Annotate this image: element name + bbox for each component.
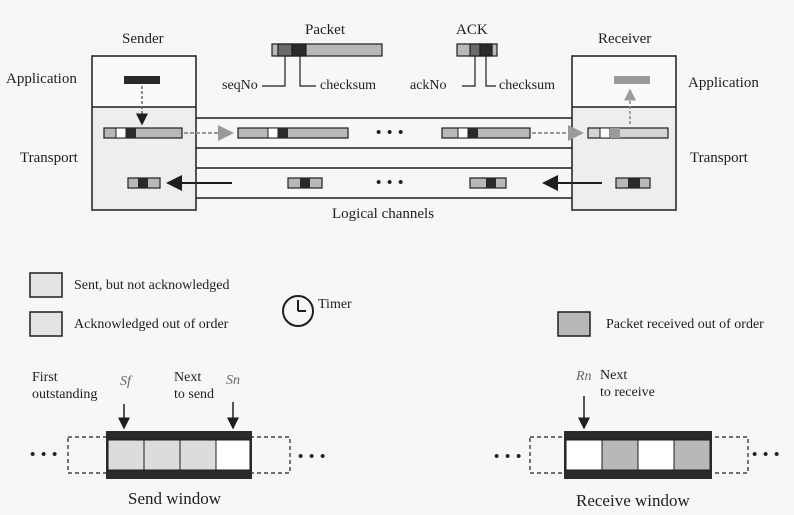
send-window-ellipsis-right: • • • [298,449,327,465]
legend-swatch-acked-out-of-order [29,311,63,337]
channel-packet [237,127,349,139]
ack-packet [469,177,507,189]
sender-label: Sender [122,31,164,47]
ack-header [456,43,498,87]
receive-window [529,396,749,479]
legend-swatch-received-out-of-order [557,311,591,337]
application-layer-label-right: Application [688,75,759,91]
legend-acked-out-of-order-label: Acknowledged out of order [74,317,229,332]
ack-packet [127,177,161,189]
packet-checksum-label: checksum [320,78,376,93]
next-to-receive-label-line1: Next [600,368,628,383]
channel-ellipsis-top: • • • [376,125,405,141]
ack-packet [287,177,323,189]
rn-label: Rn [576,369,592,384]
next-to-receive-label-line2: to receive [600,385,655,400]
transport-layer-label-right: Transport [690,150,748,166]
application-layer-label-left: Application [6,71,77,87]
timer-label: Timer [318,297,352,312]
logical-channel-lines [196,117,572,199]
legend-sent-not-acked-label: Sent, but not acknowledged [74,278,230,293]
seqno-label: seqNo [222,78,258,93]
sender-app-data [124,76,160,84]
ack-label: ACK [456,22,488,38]
logical-channels-label: Logical channels [332,206,435,222]
channel-packet [441,127,531,139]
packet-header [262,43,383,87]
channel-packet [103,127,183,139]
send-window-title: Send window [128,489,222,508]
send-window [67,402,291,479]
receive-window-ellipsis-right: • • • [752,447,781,463]
next-to-send-label-line1: Next [174,370,202,385]
sn-label: Sn [226,373,240,388]
receive-window-ellipsis-left: • • • [494,449,523,465]
channel-ellipsis-bottom: • • • [376,175,405,191]
packet-label: Packet [305,22,345,38]
receive-window-title: Receive window [576,491,690,510]
legend-received-out-of-order-label: Packet received out of order [606,317,764,332]
ack-packet [615,177,651,189]
timer-icon [282,295,314,327]
receiver-app-data [614,76,650,84]
first-outstanding-label-line1: First [32,370,58,385]
transport-layer-label-left: Transport [20,150,78,166]
legend-swatch-sent-not-acked [29,272,63,298]
ackno-label: ackNo [410,78,447,93]
send-window-ellipsis-left: • • • [30,447,59,463]
next-to-send-label-line2: to send [174,387,215,402]
ack-checksum-label: checksum [499,78,555,93]
receiver-label: Receiver [598,31,652,47]
first-outstanding-label-line2: outstanding [32,387,98,402]
channel-packet [587,127,669,139]
sf-label: Sf [120,374,131,389]
